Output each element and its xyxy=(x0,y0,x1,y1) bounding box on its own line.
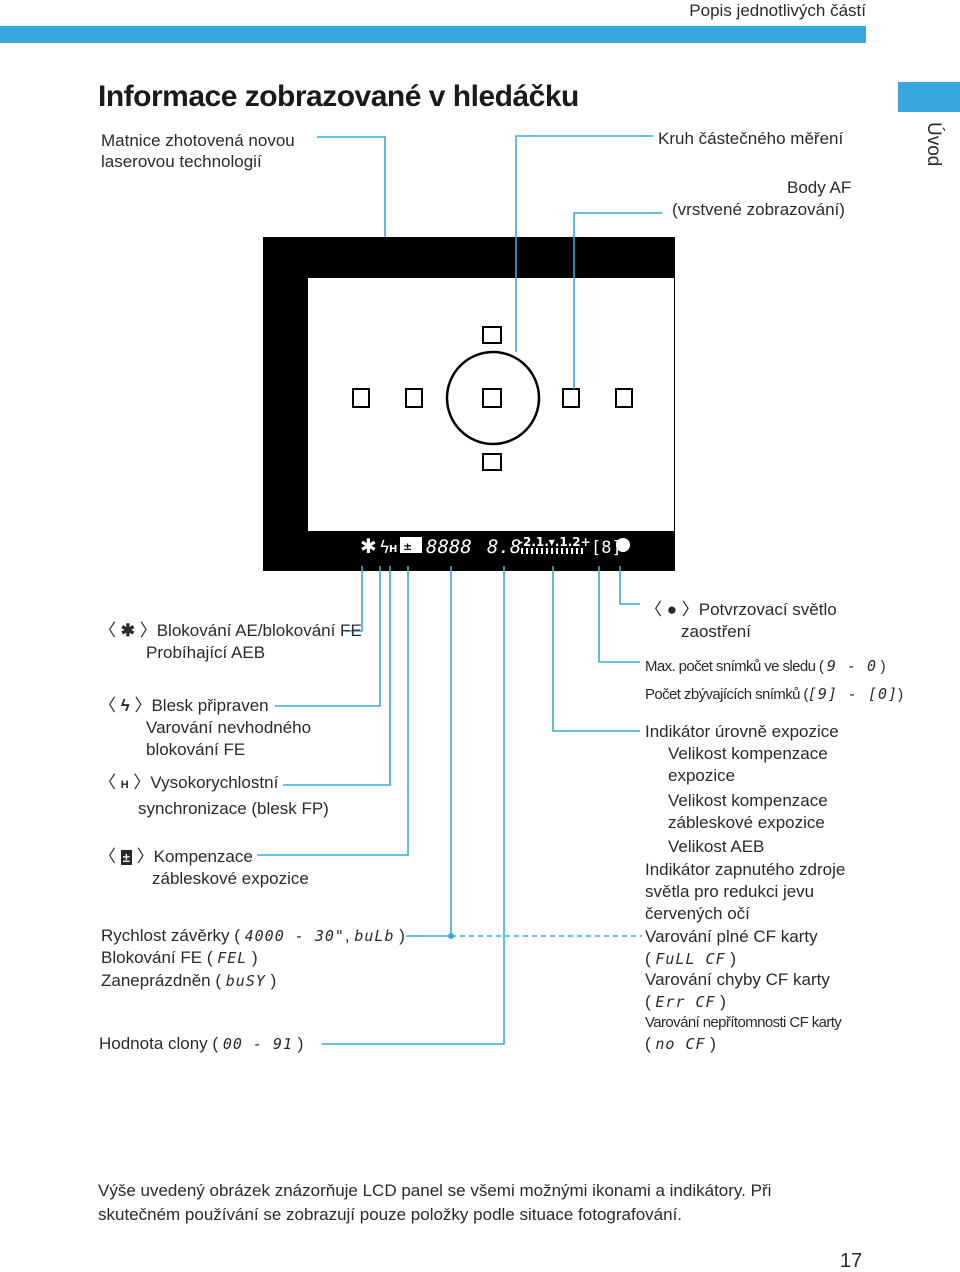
label-exp-comp-line2: expozice xyxy=(668,766,736,785)
label-card-full: Varování plné CF karty xyxy=(645,927,818,946)
label-aeb-amount: Velikost AEB xyxy=(668,837,765,856)
hss-icon: H xyxy=(389,544,397,555)
label-fe-lock: Blokování FE ( FEL ) xyxy=(101,948,258,967)
af-point-bottom xyxy=(482,453,502,471)
label-red-eye-line1: Indikátor zapnutého zdroje xyxy=(645,860,846,879)
ae-lock-icon: ✱ xyxy=(360,534,377,558)
page-number: 17 xyxy=(840,1250,863,1272)
label-exposure-level: Indikátor úrovně expozice xyxy=(645,722,839,741)
label-flash-exp-comp-line2: zábleskové expozice xyxy=(668,813,825,832)
label-fe-warning-line2: blokování FE xyxy=(146,740,246,759)
af-point-top xyxy=(482,326,502,344)
page-title: Informace zobrazované v hledáčku xyxy=(98,80,579,113)
af-point-left xyxy=(405,388,423,408)
footer-note-line2: skutečném používání se zobrazují pouze p… xyxy=(98,1205,683,1224)
label-hss-line2: synchronizace (blesk FP) xyxy=(138,799,329,818)
side-tab xyxy=(898,82,960,112)
label-ae-lock: 〈 ✱ 〉Blokování AE/blokování FE xyxy=(99,621,362,640)
section-title: Popis jednotlivých částí xyxy=(689,1,866,20)
label-red-eye-line3: červených očí xyxy=(645,904,750,923)
label-matrix-line1: Matnice zhotovená novou xyxy=(101,131,295,150)
label-aeb: Probíhající AEB xyxy=(146,643,266,662)
lcd-exposure-scale: -2.1.▾.1.2+ xyxy=(518,535,591,549)
flash-comp-icon xyxy=(400,537,422,553)
af-point-far-right xyxy=(615,388,633,408)
flash-icon: ϟ xyxy=(379,538,390,558)
label-aperture: Hodnota clony ( 00 - 91 ) xyxy=(99,1034,304,1053)
label-busy: Zaneprázdněn ( buSY ) xyxy=(101,971,277,990)
label-flash-comp: 〈 ± 〉Kompenzace xyxy=(99,847,253,866)
label-card-error-code: ( Err CF ) xyxy=(645,992,726,1011)
spot-metering-circle xyxy=(445,350,541,446)
label-no-card: Varování nepřítomnosti CF karty xyxy=(645,1014,842,1031)
label-red-eye-line2: světla pro redukci jevu xyxy=(645,882,815,901)
lcd-shutter-digits: 8888 xyxy=(426,536,472,558)
callout-lines xyxy=(257,135,662,1045)
focus-confirm-icon xyxy=(616,538,630,552)
svg-text:±: ± xyxy=(403,540,412,553)
label-af-points-line1: Body AF xyxy=(787,178,852,197)
label-no-card-code: ( no CF ) xyxy=(645,1034,716,1053)
af-point-center xyxy=(482,388,502,408)
label-hss: 〈 H 〉Vysokorychlostní xyxy=(99,773,279,792)
label-max-burst: Max. počet snímků ve sledu ( 9 - 0 ) xyxy=(645,657,886,675)
label-flash-exp-comp-line1: Velikost kompenzace xyxy=(668,791,828,810)
label-shutter-speed: Rychlost závěrky ( 4000 - 30", buLb ) xyxy=(101,926,405,945)
label-af-points-line2: (vrstvené zobrazování) xyxy=(672,200,845,219)
af-point-right xyxy=(562,388,580,408)
label-exp-comp-line1: Velikost kompenzace xyxy=(668,744,828,763)
lcd-burst: [8] xyxy=(591,538,622,558)
footer-note-line1: Výše uvedený obrázek znázorňuje LCD pane… xyxy=(98,1181,772,1200)
label-card-error: Varování chyby CF karty xyxy=(645,970,830,989)
label-focus-confirm-line2: zaostření xyxy=(681,622,751,641)
label-focus-confirm: 〈 ● 〉Potvrzovací světlo xyxy=(645,600,837,619)
label-matrix-line2: laserovou technologií xyxy=(101,152,262,171)
label-fe-warning-line1: Varování nevhodného xyxy=(146,718,312,737)
label-flash-ready: 〈 ϟ 〉Blesk připraven xyxy=(99,696,269,715)
label-flash-comp-line2: zábleskové expozice xyxy=(152,869,309,888)
viewfinder-screen xyxy=(308,278,674,531)
label-spot-circle: Kruh částečného měření xyxy=(658,129,844,148)
header-bar xyxy=(0,26,866,43)
label-card-full-code: ( FuLL CF ) xyxy=(645,949,736,968)
label-remaining: Počet zbývajících snímků ([9] - [0]) xyxy=(645,685,903,703)
lcd-scale-ticks xyxy=(521,548,583,554)
lcd-aperture-digits: 8.8 xyxy=(487,536,521,558)
af-point-far-left xyxy=(352,388,370,408)
